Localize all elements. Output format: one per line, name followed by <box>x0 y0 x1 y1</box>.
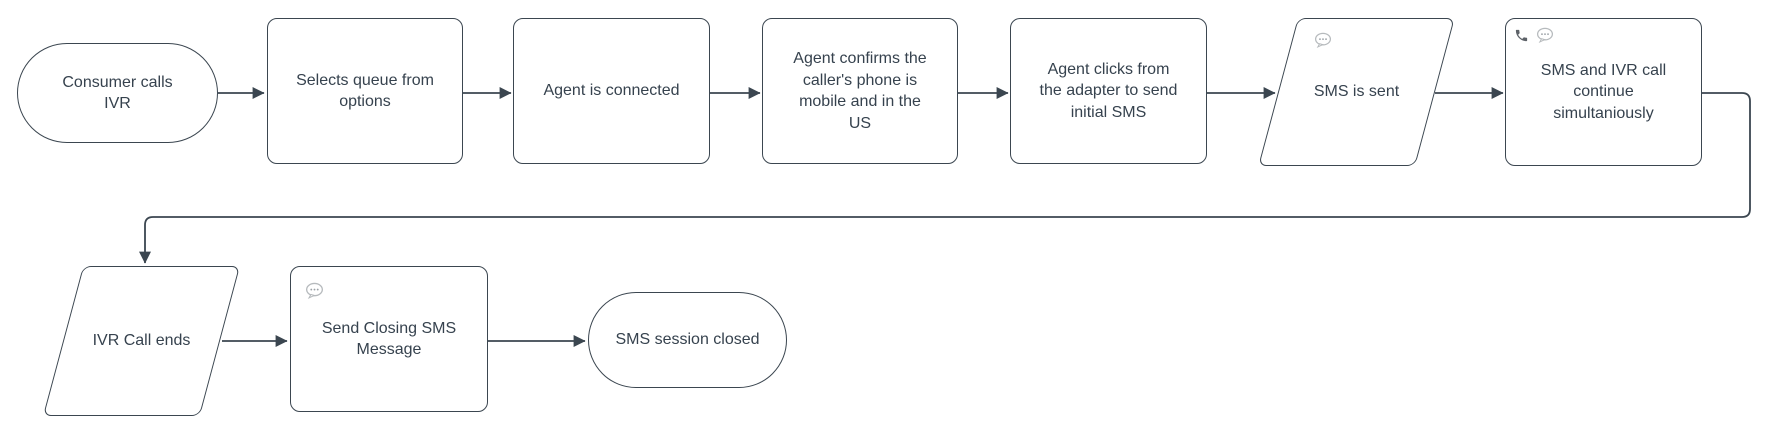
node-label: SMS session closed <box>615 331 760 349</box>
node-label: Consumer calls IVR <box>62 73 173 113</box>
node-label: Agent clicks from the adapter to send in… <box>1039 60 1178 121</box>
node-sms-session-closed: SMS session closed <box>588 292 787 388</box>
node-label: Agent is connected <box>543 82 680 100</box>
node-label: IVR Call ends <box>92 332 191 350</box>
node-label: SMS and IVR call continue simultaniously <box>1540 61 1667 122</box>
phone-icon <box>1514 28 1529 43</box>
node-label: Selects queue from options <box>296 71 434 111</box>
node-ivr-call-ends: IVR Call ends <box>42 266 241 416</box>
node-label: SMS is sent <box>1313 83 1400 101</box>
connector-simultaneous-to-ivrends <box>139 92 1751 264</box>
node-sms-is-sent: SMS is sent <box>1258 18 1455 166</box>
speech-bubble-icon <box>305 282 324 300</box>
speech-bubble-icon <box>1314 32 1332 49</box>
speech-bubble-icon <box>1536 27 1554 44</box>
node-agent-clicks-adapter: Agent clicks from the adapter to send in… <box>1010 18 1207 164</box>
node-label: Send Closing SMS Message <box>321 319 457 359</box>
node-sms-ivr-simultaneous: SMS and IVR call continue simultaniously <box>1505 18 1702 166</box>
node-consumer-calls-ivr: Consumer calls IVR <box>17 43 218 143</box>
node-agent-confirms-phone: Agent confirms the caller's phone is mob… <box>762 18 958 164</box>
node-label: Agent confirms the caller's phone is mob… <box>793 50 927 132</box>
node-selects-queue: Selects queue from options <box>267 18 463 164</box>
node-send-closing-sms: Send Closing SMS Message <box>290 266 488 412</box>
node-agent-connected: Agent is connected <box>513 18 710 164</box>
